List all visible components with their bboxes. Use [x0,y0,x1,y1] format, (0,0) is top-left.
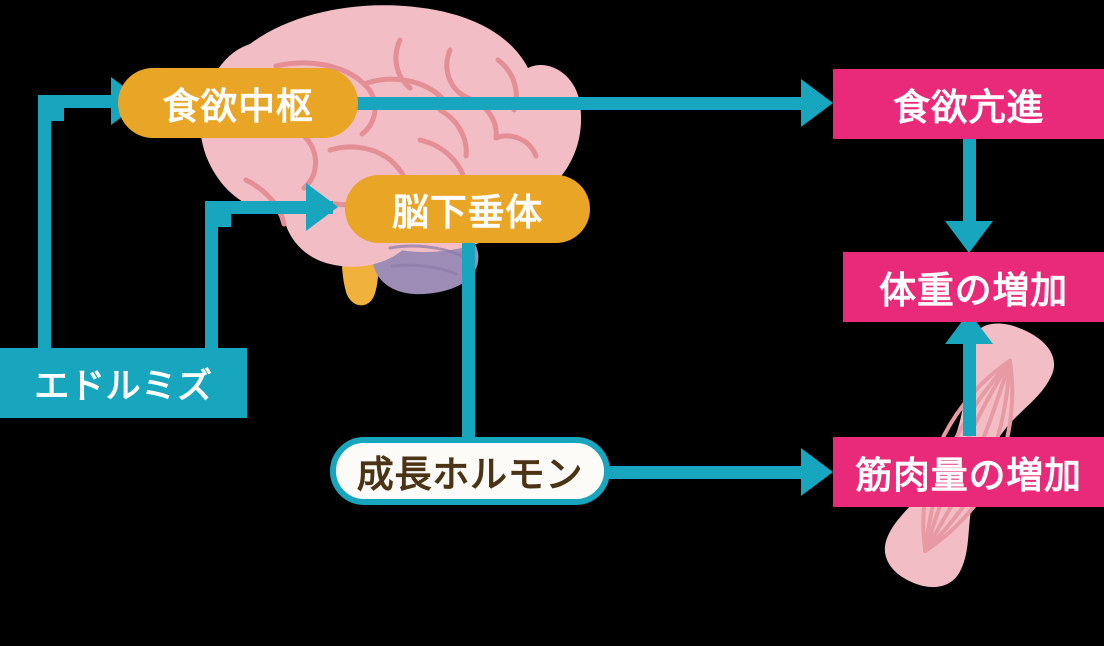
arrowhead-appetite-up-to-weight-gain [945,221,993,253]
node-growth-hormone-label: 成長ホルモン [356,454,584,495]
arrowhead-appetite-center-to-appetite-up [801,79,833,127]
node-muscle-mass-increase-label: 筋肉量の増加 [855,455,1082,496]
arrowhead-growth-hormone-to-muscle-gain [801,448,833,496]
edge-pituitary-to-growth-hormone [462,238,475,444]
edge-appetite-center-to-appetite-up [352,97,808,110]
node-pituitary[interactable]: 脳下垂体 [345,175,590,243]
arrowhead-drug-to-pituitary [306,183,338,231]
node-appetite-center-label: 食欲中枢 [162,86,314,127]
edge-growth-hormone-to-muscle-gain [600,466,808,479]
brain-illustration [200,5,582,306]
edge-drug-to-pituitary-corner [205,201,231,227]
edge-drug-to-appetite-center-vertical [38,106,51,352]
node-growth-hormone[interactable]: 成長ホルモン [330,437,610,505]
node-edorumizu[interactable]: エドルミズ [0,348,247,418]
edge-muscle-gain-to-weight-gain [963,340,976,436]
edge-drug-to-appetite-center-corner [38,95,64,121]
edge-drug-to-pituitary-horizontal [205,201,333,214]
node-edorumizu-label: エドルミズ [34,366,213,406]
node-pituitary-label: 脳下垂体 [392,192,543,233]
node-appetite-increase[interactable]: 食欲亢進 [833,69,1104,139]
node-muscle-mass-increase[interactable]: 筋肉量の増加 [833,437,1104,507]
edge-drug-to-pituitary-vertical [205,212,218,352]
edge-appetite-up-to-weight-gain [963,138,976,228]
node-weight-gain[interactable]: 体重の増加 [843,252,1104,322]
node-weight-gain-label: 体重の増加 [879,270,1068,311]
node-appetite-center[interactable]: 食欲中枢 [118,68,358,138]
node-appetite-increase-label: 食欲亢進 [893,87,1044,128]
